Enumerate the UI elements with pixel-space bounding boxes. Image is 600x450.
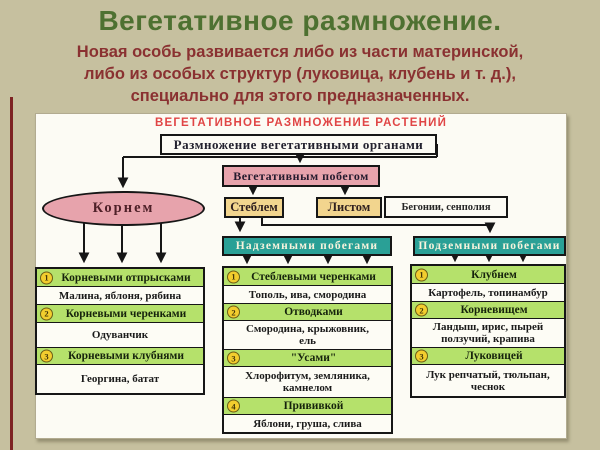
examples-label: Хлорофитум, земляника, камнелом: [245, 370, 370, 394]
examples-label: Малина, яблоня, рябина: [58, 289, 182, 302]
method-row: 2 Отводками: [224, 304, 391, 321]
number-badge: 3: [415, 349, 428, 363]
number-badge: 2: [40, 307, 53, 320]
number-badge: 2: [415, 303, 428, 317]
method-label: Луковицей: [465, 350, 523, 362]
method-label: "Усами": [290, 352, 337, 364]
diagram-heading: ВЕГЕТАТИВНОЕ РАЗМНОЖЕНИЕ РАСТЕНИЙ: [154, 117, 448, 129]
examples-row: Картофель, топинамбур: [412, 284, 564, 302]
underground-header: Подземными побегами: [413, 236, 566, 256]
method-label: Клубнем: [471, 268, 517, 281]
stem-node: Стеблем: [224, 197, 284, 218]
slide-subtitle: Новая особь развивается либо из части ма…: [76, 43, 524, 105]
method-row: 1 Корневыми отпрысками: [37, 269, 203, 287]
method-row: 4 Прививкой: [224, 398, 391, 415]
method-row: 3 Корневыми клубнями: [37, 348, 203, 365]
method-row: 2 Корневищем: [412, 302, 564, 319]
underground-methods-table: 1 Клубнем Картофель, топинамбур 2 Корнев…: [410, 264, 566, 398]
examples-row: Малина, яблоня, рябина: [37, 287, 203, 305]
examples-label: Тополь, ива, смородина: [248, 288, 367, 301]
number-badge: 4: [227, 399, 240, 413]
examples-label: Лук репчатый, тюльпан, чеснок: [426, 368, 550, 393]
leaf-examples-node: Бегонии, сенполия: [384, 196, 508, 218]
number-badge: 1: [40, 271, 53, 284]
examples-label: Ландыш, ирис, пырей ползучий, крапива: [432, 321, 544, 345]
aboveground-header: Надземными побегами: [222, 236, 392, 256]
left-accent-line: [10, 97, 13, 450]
number-badge: 3: [227, 351, 240, 365]
number-badge: 2: [227, 305, 240, 319]
leaf-node: Листом: [316, 197, 382, 218]
method-row: 2 Корневыми черенками: [37, 305, 203, 323]
examples-row: Смородина, крыжовник, ель: [224, 321, 391, 350]
method-row: 3 "Усами": [224, 350, 391, 367]
examples-row: Тополь, ива, смородина: [224, 286, 391, 304]
examples-label: Георгина, батат: [80, 373, 160, 385]
shoot-node: Вегетативным побегом: [222, 165, 380, 187]
examples-row: Георгина, батат: [37, 365, 203, 393]
method-label: Корневыми клубнями: [68, 350, 184, 362]
examples-row: Яблони, груша, слива: [224, 415, 391, 432]
examples-row: Одуванчик: [37, 323, 203, 348]
examples-row: Хлорофитум, земляника, камнелом: [224, 367, 391, 398]
slide-title: Вегетативное размножение.: [98, 5, 502, 36]
examples-row: Ландыш, ирис, пырей ползучий, крапива: [412, 319, 564, 348]
method-label: Прививкой: [283, 400, 344, 412]
number-badge: 1: [415, 268, 428, 281]
number-badge: 3: [40, 349, 53, 363]
root-node: Размножение вегетативными органами: [160, 134, 437, 155]
method-label: Отводками: [284, 306, 343, 318]
method-label: Корневищем: [460, 304, 528, 316]
method-row: 1 Клубнем: [412, 266, 564, 284]
examples-label: Смородина, крыжовник, ель: [245, 323, 369, 347]
root-branch-ellipse: Корнем: [42, 191, 205, 226]
method-label: Стеблевыми черенками: [251, 270, 376, 283]
method-label: Корневыми черенками: [65, 307, 187, 320]
method-label: Корневыми отпрысками: [61, 271, 191, 284]
examples-label: Картофель, топинамбур: [428, 286, 548, 299]
method-row: 1 Стеблевыми черенками: [224, 268, 391, 286]
examples-label: Одуванчик: [91, 329, 149, 341]
root-methods-table: 1 Корневыми отпрысками Малина, яблоня, р…: [35, 267, 205, 395]
examples-row: Лук репчатый, тюльпан, чеснок: [412, 365, 564, 396]
number-badge: 1: [227, 270, 240, 283]
aboveground-methods-table: 1 Стеблевыми черенками Тополь, ива, смор…: [222, 266, 393, 434]
examples-label: Яблони, груша, слива: [253, 417, 362, 430]
method-row: 3 Луковицей: [412, 348, 564, 365]
